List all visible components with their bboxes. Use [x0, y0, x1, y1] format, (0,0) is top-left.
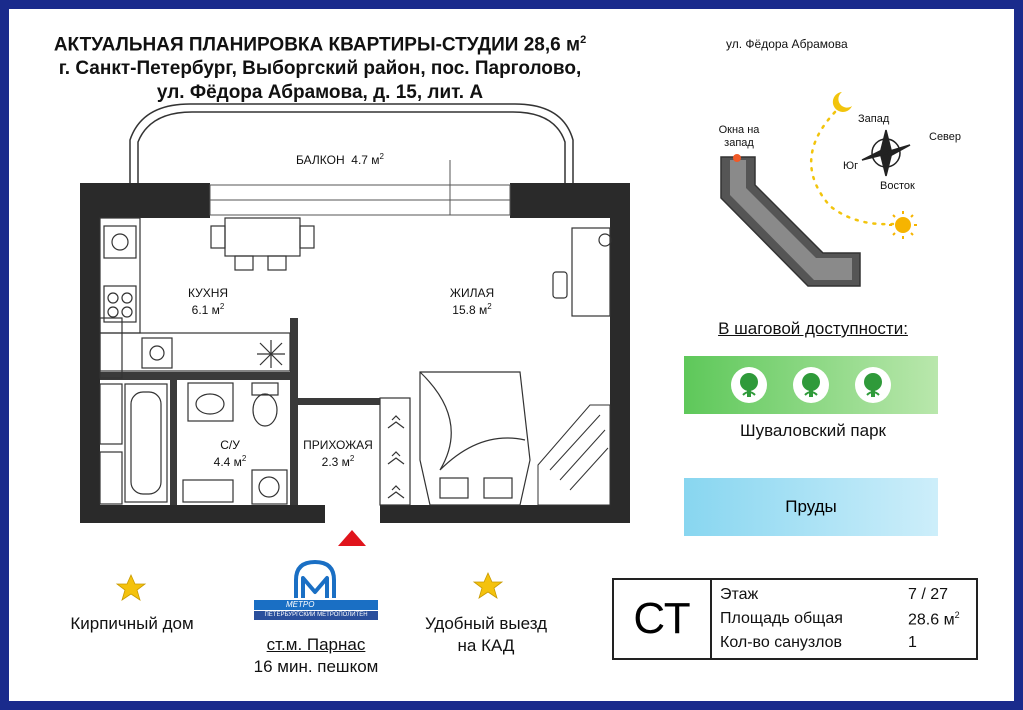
page-title: АКТУАЛЬНАЯ ПЛАНИРОВКА КВАРТИРЫ-СТУДИИ 28… — [53, 34, 587, 104]
nearby-heading: В шаговой доступности: — [718, 319, 908, 338]
ponds-panel: Пруды — [684, 478, 938, 536]
living-wardrobe — [537, 404, 611, 506]
tree-icon — [855, 367, 891, 403]
metro-station-label: ст.м. Парнас — [266, 635, 366, 654]
sun-icon — [889, 211, 917, 239]
metro-logo-text: МЕТРО — [286, 600, 315, 609]
north-label: Север — [929, 131, 962, 143]
living-label: ЖИЛАЯ 15.8 м2 — [449, 286, 495, 317]
west-label: Запад — [858, 113, 890, 125]
street-label: ул. Фёдора Абрамова — [726, 37, 848, 51]
balcony-label: БАЛКОН 4.7 м2 — [296, 152, 384, 167]
brick-house-label: Кирпичный дом — [70, 614, 194, 633]
kitchen-label: КУХНЯ 6.1 м2 — [187, 286, 229, 317]
building-shape — [720, 154, 861, 287]
floor-value: 7 / 27 — [908, 586, 949, 603]
bathrooms-value: 1 — [908, 634, 917, 651]
windows-label: Окна на запад — [718, 124, 760, 149]
apartment-type: СТ — [614, 580, 712, 658]
bathrooms-label: Кол-во санузлов — [720, 634, 842, 651]
dining-table — [210, 217, 315, 271]
metro-walk-label: 16 мин. пешком — [253, 657, 379, 676]
balcony-outline — [129, 103, 574, 183]
desk — [552, 227, 612, 317]
compass-icon — [861, 129, 911, 177]
entrance-marker — [338, 530, 366, 546]
balcony-window — [209, 160, 511, 216]
interior-walls — [100, 318, 380, 505]
tree-icon — [793, 367, 829, 403]
star-icon — [115, 574, 147, 601]
bathroom-fixtures — [124, 382, 288, 505]
hallway-label: ПРИХОЖАЯ 2.3 м2 — [303, 438, 373, 469]
outer-walls — [80, 183, 630, 523]
bed — [419, 371, 531, 506]
area-label: Площадь общая — [720, 610, 843, 627]
park-label: Шуваловский парк — [740, 421, 886, 440]
star-icon — [472, 572, 504, 599]
south-label: Юг — [843, 160, 859, 172]
bathroom-label: С/У 4.4 м2 — [213, 438, 247, 469]
kad-label: Удобный выезд на КАД — [424, 614, 548, 655]
floor-label: Этаж — [720, 586, 759, 603]
info-box: СТ Этаж 7 / 27 Площадь общая 28.6 м2 Кол… — [612, 578, 978, 660]
metro-logo-subtext: ПЕТЕРБУРГСКИЙ МЕТРОПОЛИТЕН — [264, 612, 368, 618]
area-value: 28.6 м2 — [908, 610, 960, 629]
tree-icon — [731, 367, 767, 403]
ponds-label: Пруды — [785, 497, 837, 516]
east-label: Восток — [880, 180, 915, 192]
moon-icon — [832, 92, 852, 112]
metro-logo-icon — [254, 559, 378, 620]
hall-wardrobe — [99, 317, 411, 506]
park-panel — [684, 356, 938, 414]
